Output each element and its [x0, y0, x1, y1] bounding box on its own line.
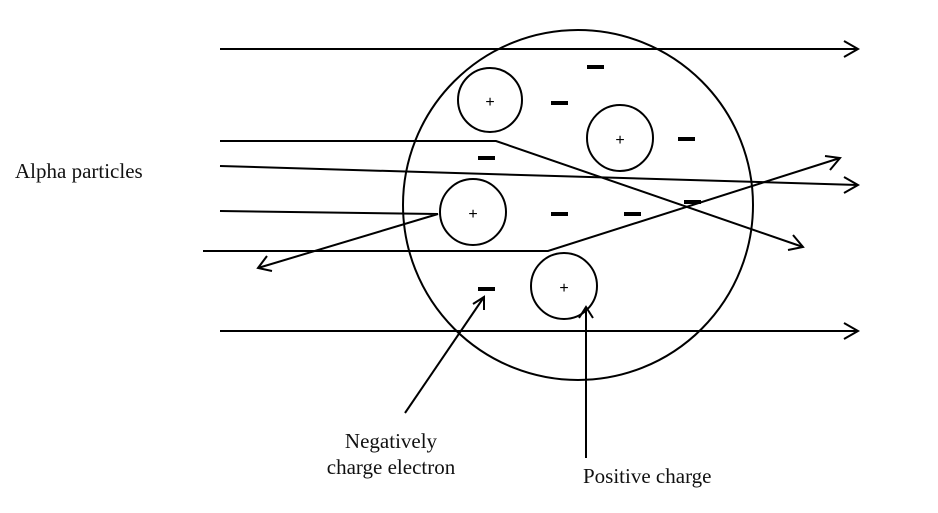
alpha-path-slight-deflection	[219, 165, 859, 186]
electron-pointer	[404, 296, 485, 414]
plus-sign: +	[468, 206, 477, 223]
positive-charge-label: Positive charge	[583, 464, 712, 488]
alpha-path-deflected-down	[220, 140, 804, 248]
electrons	[478, 65, 701, 291]
positive-charge-2: +	[586, 104, 654, 172]
positive-charge-4: +	[530, 252, 598, 320]
plus-sign: +	[485, 94, 494, 111]
electron	[478, 156, 495, 160]
alpha-path-deflected-up	[203, 157, 841, 252]
alpha-particles-label: Alpha particles	[15, 159, 143, 183]
alpha-particle-paths	[203, 40, 861, 340]
positive-charge-3: +	[439, 178, 507, 246]
positive-charge-1: +	[457, 67, 523, 133]
negative-electron-label: Negatively charge electron	[306, 428, 476, 480]
alpha-path-reflected	[219, 210, 439, 269]
electron	[478, 287, 495, 291]
electron	[551, 101, 568, 105]
electron	[587, 65, 604, 69]
plus-sign: +	[615, 132, 624, 149]
annotation-pointers	[404, 295, 594, 458]
electron	[678, 137, 695, 141]
electron	[624, 212, 641, 216]
electron	[551, 212, 568, 216]
negative-label-line2: charge electron	[326, 455, 456, 479]
plus-sign: +	[559, 280, 568, 297]
atom-circle	[402, 29, 754, 381]
electron	[684, 200, 701, 204]
negative-label-line1: Negatively	[344, 429, 438, 453]
